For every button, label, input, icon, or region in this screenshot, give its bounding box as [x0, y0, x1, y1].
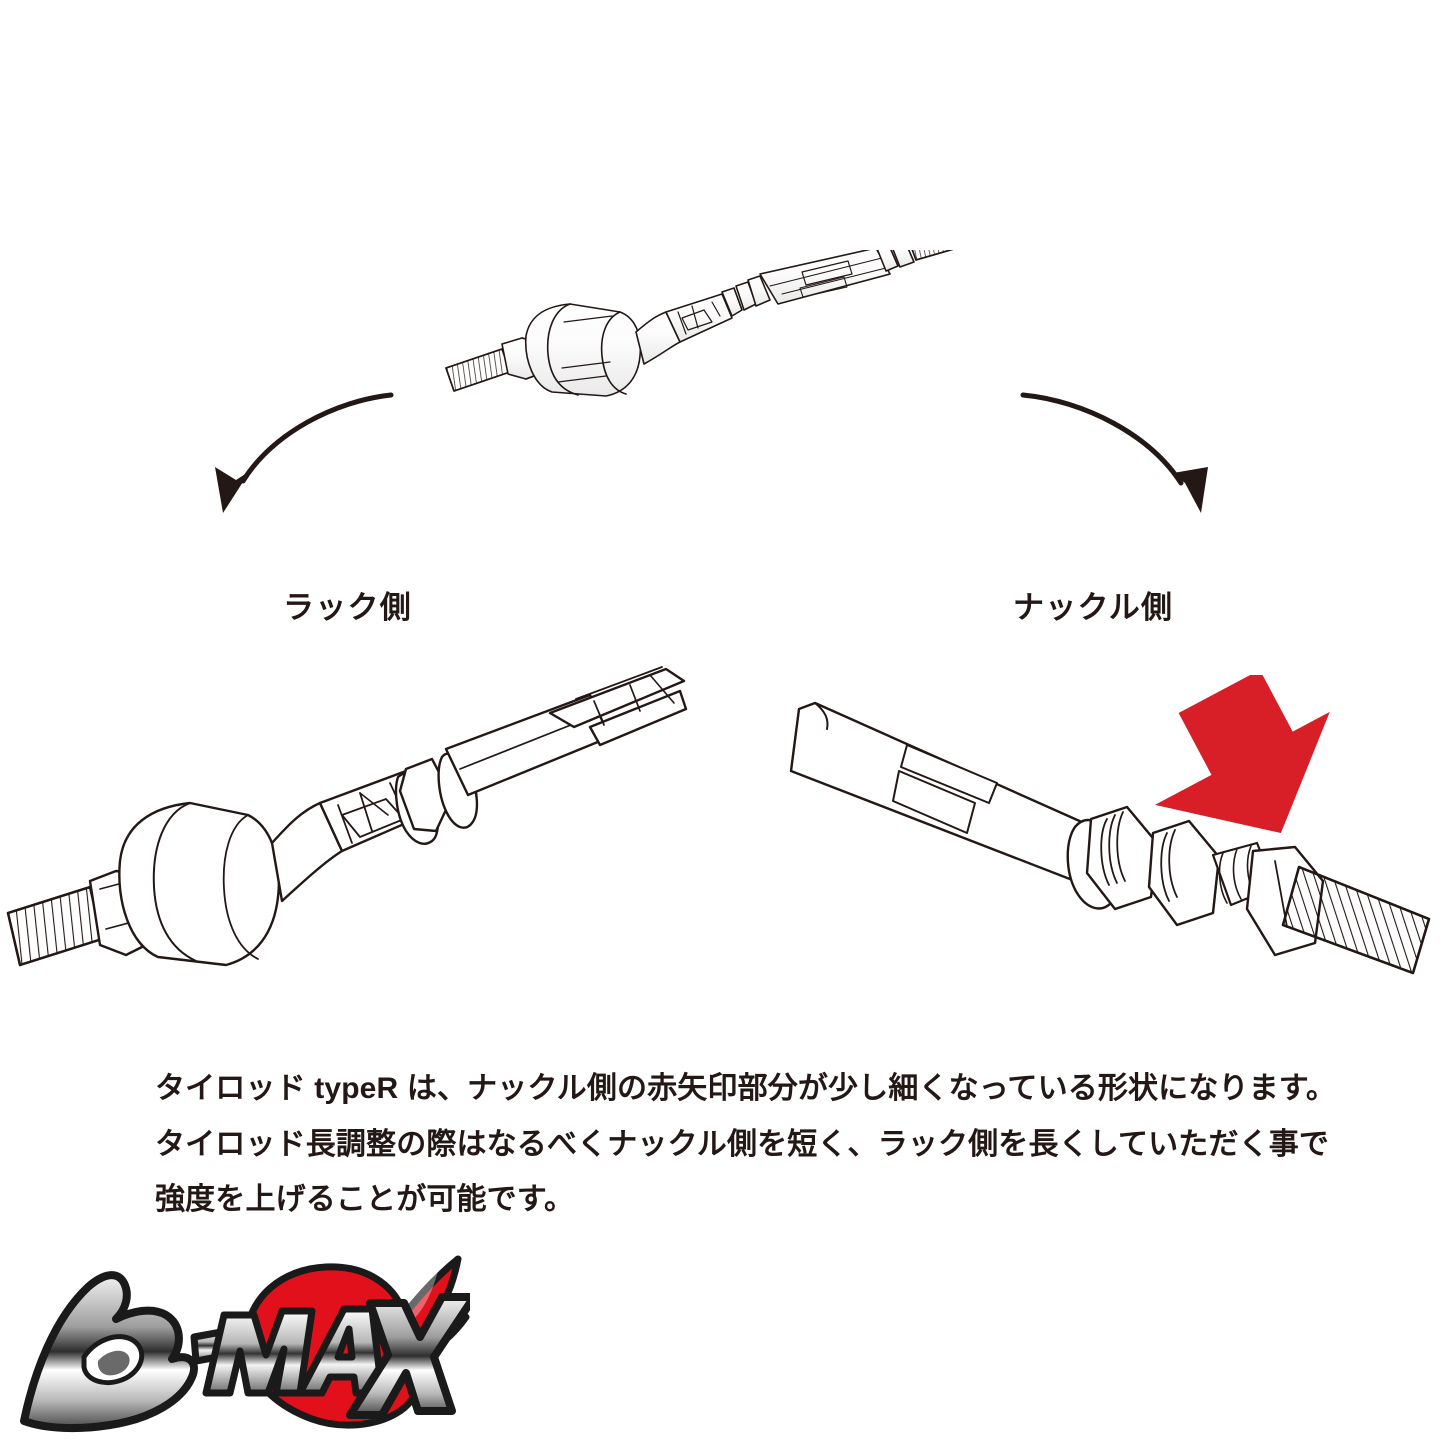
description-line-1: タイロッド typeR は、ナックル側の赤矢印部分が少し細くなっている形状になり… [155, 1072, 1337, 1105]
rack-threaded-stud [445, 348, 511, 392]
description-line-3: 強度を上げることが可能です。 [155, 1183, 575, 1217]
logo-letter-m [202, 1307, 316, 1397]
label-rack-side: ラック側 [283, 590, 412, 625]
knuckle-threaded-stud [907, 221, 979, 261]
curved-arrow-right-icon [1020, 392, 1208, 513]
logo-d [20, 1271, 198, 1433]
curved-arrow-left-icon [215, 392, 394, 513]
knuckle-bolt-thread [1281, 865, 1431, 975]
description-block: タイロッド typeR は、ナックル側の赤矢印部分が少し細くなっている形状になり… [155, 1068, 1337, 1222]
red-arrow-icon [1154, 669, 1330, 834]
rack-side-detail-illustration [0, 665, 690, 1015]
knuckle-side-detail-illustration [775, 669, 1445, 1005]
description-line-2: タイロッド長調整の際はなるべくナックル側を短く、ラック側を長くしていただく事で [155, 1127, 1330, 1161]
tie-rod-full-assembly-illustration [430, 221, 990, 440]
rack-stud [6, 885, 104, 967]
d-max-logo [0, 1253, 470, 1445]
logo-letter-a [296, 1305, 386, 1397]
logo-letter-x [346, 1293, 470, 1419]
label-knuckle-side: ナックル側 [1013, 590, 1174, 625]
